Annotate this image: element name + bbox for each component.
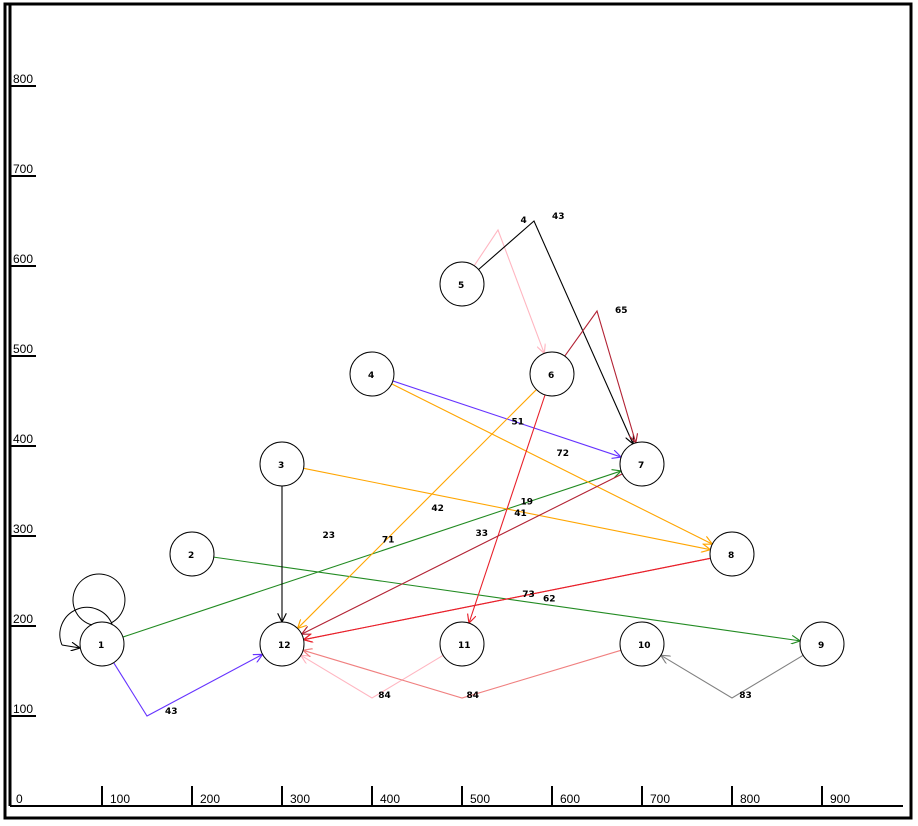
edge-6-12 xyxy=(298,389,537,629)
x-tick-label: 0 xyxy=(16,792,23,806)
edge-10-12 xyxy=(303,650,622,699)
edge-11-12 xyxy=(301,655,444,699)
node-label: 3 xyxy=(278,461,284,471)
edge-weight-label: 4 xyxy=(521,216,527,226)
x-tick-label: 900 xyxy=(830,792,850,806)
x-tick-label: 200 xyxy=(200,792,220,806)
edge-weight-label: 43 xyxy=(165,707,178,717)
y-tick-label: 200 xyxy=(13,612,33,626)
x-tick-label: 400 xyxy=(380,792,400,806)
node-label: 11 xyxy=(458,641,471,651)
edge-5-6 xyxy=(473,228,544,353)
edge-weight-label: 84 xyxy=(467,691,480,701)
node-label: 6 xyxy=(548,371,554,381)
node-2 xyxy=(169,531,215,577)
y-axis-ticks: 100 200 300 400 500 600 700 800 xyxy=(10,72,36,717)
node-label: 9 xyxy=(818,641,824,651)
y-tick-label: 600 xyxy=(13,252,33,266)
edge-4-8 xyxy=(391,383,713,544)
node-1 xyxy=(79,621,125,667)
edge-weight-label: 23 xyxy=(323,531,336,541)
edge-weight-label: 62 xyxy=(543,595,556,605)
node-8 xyxy=(709,531,755,577)
edge-self-loop xyxy=(72,573,126,626)
edge-weight-label: 19 xyxy=(521,498,534,508)
node-label: 12 xyxy=(278,641,291,651)
edge-weight-label: 72 xyxy=(557,449,570,459)
y-tick-label: 300 xyxy=(13,522,33,536)
edge-6-7 xyxy=(564,309,636,443)
edges-layer xyxy=(59,220,804,717)
node-label: 8 xyxy=(728,551,734,561)
canvas-border xyxy=(3,2,913,820)
y-tick-label: 100 xyxy=(13,702,33,716)
edge-1-12 xyxy=(113,654,263,717)
node-3 xyxy=(259,441,305,487)
edge-weight-label: 65 xyxy=(615,306,628,316)
node-11 xyxy=(439,621,485,667)
y-tick-label: 500 xyxy=(13,342,33,356)
node-12 xyxy=(259,621,305,667)
edge-weight-label: 83 xyxy=(739,691,752,701)
node-5 xyxy=(439,261,485,307)
y-tick-label: 700 xyxy=(13,162,33,176)
x-axis-ticks: 0 100 200 300 400 500 600 700 800 900 xyxy=(16,786,850,806)
node-label: 4 xyxy=(368,371,374,381)
node-10 xyxy=(619,621,665,667)
edge-8-12 xyxy=(304,557,711,639)
node-label: 10 xyxy=(638,641,651,651)
node-label: 2 xyxy=(188,551,194,561)
edge-weight-label: 41 xyxy=(514,509,527,519)
edge-weight-label: 73 xyxy=(522,590,535,600)
edge-weight-label: 84 xyxy=(378,691,391,701)
y-tick-label: 800 xyxy=(13,72,33,86)
x-tick-label: 500 xyxy=(470,792,490,806)
node-9 xyxy=(799,621,845,667)
edge-self-loop-arc xyxy=(59,606,113,646)
edge-weight-label: 43 xyxy=(552,212,565,222)
node-7 xyxy=(619,441,665,487)
edge-weight-label: 71 xyxy=(382,535,395,545)
edge-7-12 xyxy=(302,473,623,634)
x-tick-label: 800 xyxy=(740,792,760,806)
node-label: 5 xyxy=(458,281,464,291)
node-4 xyxy=(349,351,395,397)
x-tick-label: 100 xyxy=(110,792,130,806)
edge-weight-label: 51 xyxy=(512,417,525,427)
edge-9-10 xyxy=(661,655,804,699)
y-tick-label: 400 xyxy=(13,432,33,446)
edge-weight-label: 33 xyxy=(476,529,489,539)
edge-6-11 xyxy=(469,394,546,623)
node-6 xyxy=(529,351,575,397)
x-tick-label: 300 xyxy=(290,792,310,806)
edge-self-loop-arrow xyxy=(61,645,80,648)
node-label: 1 xyxy=(98,641,104,651)
x-tick-label: 600 xyxy=(560,792,580,806)
edge-weight-label: 42 xyxy=(431,504,444,514)
node-label: 7 xyxy=(638,461,644,471)
x-tick-label: 700 xyxy=(650,792,670,806)
edge-5-7 xyxy=(478,220,634,444)
